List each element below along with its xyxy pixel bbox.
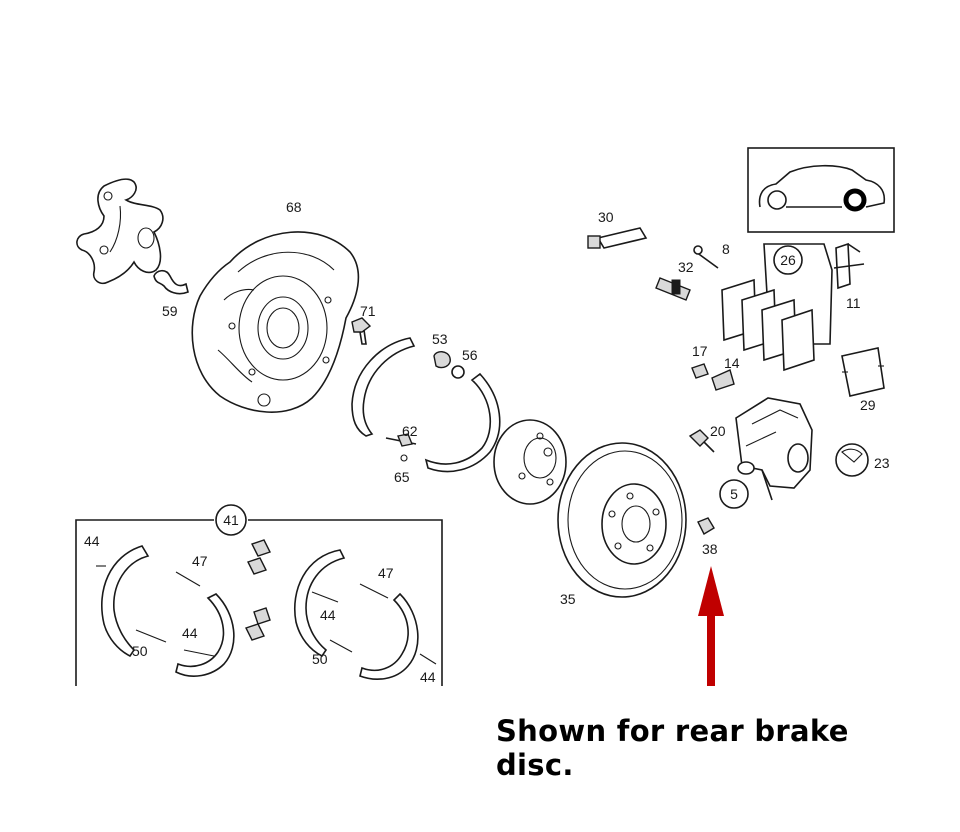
callout-38: 38 bbox=[702, 541, 718, 557]
circled-callouts: 26 5 41 bbox=[223, 245, 803, 528]
callout-14: 14 bbox=[724, 355, 740, 371]
callout-47-a: 47 bbox=[192, 553, 208, 569]
clip-59 bbox=[153, 269, 189, 295]
callout-44-b: 44 bbox=[182, 625, 198, 641]
caption-text: Shown for rear brake disc. bbox=[496, 714, 849, 782]
callout-labels: 68 59 71 53 56 62 65 30 8 32 11 17 14 29… bbox=[84, 199, 890, 685]
callout-20: 20 bbox=[710, 423, 726, 439]
callout-68: 68 bbox=[286, 199, 302, 215]
callout-53: 53 bbox=[432, 331, 448, 347]
callout-59: 59 bbox=[162, 303, 178, 319]
callout-26: 26 bbox=[780, 252, 796, 268]
callout-47-b: 47 bbox=[378, 565, 394, 581]
callout-71: 71 bbox=[360, 303, 376, 319]
callout-41: 41 bbox=[223, 512, 239, 528]
car-location-inset bbox=[747, 147, 895, 233]
bolt-20 bbox=[688, 429, 715, 453]
parking-brake-kit-box bbox=[75, 504, 443, 686]
cap-23 bbox=[835, 443, 869, 477]
anti-squeal-plate-29 bbox=[841, 347, 885, 397]
indicator-arrow bbox=[698, 566, 724, 686]
pin-8 bbox=[693, 245, 719, 269]
callout-32: 32 bbox=[678, 259, 694, 275]
callout-56: 56 bbox=[462, 347, 478, 363]
callout-35: 35 bbox=[560, 591, 576, 607]
hub bbox=[493, 419, 567, 505]
callout-23: 23 bbox=[874, 455, 890, 471]
callout-8: 8 bbox=[722, 241, 730, 257]
callout-5: 5 bbox=[730, 486, 738, 502]
callout-65: 65 bbox=[394, 469, 410, 485]
callout-29: 29 bbox=[860, 397, 876, 413]
callout-44-a: 44 bbox=[84, 533, 100, 549]
callout-44-c: 44 bbox=[320, 607, 336, 623]
guide-14 bbox=[711, 369, 735, 391]
grease-tube-30 bbox=[587, 227, 648, 249]
brake-pads-26 bbox=[721, 243, 833, 372]
callout-17: 17 bbox=[692, 343, 708, 359]
parking-brake-shoe bbox=[351, 337, 501, 473]
bolt-38 bbox=[697, 517, 715, 535]
brake-disc-35 bbox=[557, 442, 687, 598]
spring-clip-11 bbox=[833, 242, 865, 290]
boot-17 bbox=[691, 363, 709, 379]
wheel-carrier bbox=[76, 178, 164, 285]
bleeder-32 bbox=[655, 277, 691, 301]
callout-11: 11 bbox=[846, 295, 861, 311]
callout-62: 62 bbox=[402, 423, 418, 439]
callout-50-b: 50 bbox=[312, 651, 328, 667]
dust-shield-68 bbox=[191, 231, 360, 413]
callout-50-a: 50 bbox=[132, 643, 148, 659]
callout-44-d: 44 bbox=[420, 669, 436, 685]
caliper bbox=[735, 397, 813, 501]
bolt-71 bbox=[351, 317, 372, 345]
callout-30: 30 bbox=[598, 209, 614, 225]
